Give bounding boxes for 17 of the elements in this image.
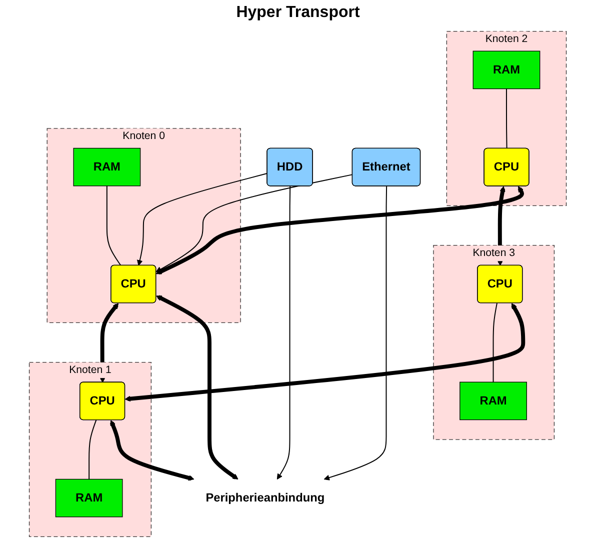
connector	[88, 420, 97, 480]
arrow	[277, 186, 291, 480]
node-box: RAM	[73, 148, 141, 186]
arrow	[156, 295, 239, 480]
arrow	[156, 174, 354, 272]
connector	[106, 185, 122, 266]
arrow	[110, 420, 194, 481]
connector	[493, 302, 498, 383]
connector	[506, 88, 508, 150]
arrow	[324, 186, 388, 480]
arrow	[125, 303, 526, 402]
node-box: RAM	[473, 50, 540, 90]
node-box: RAM	[56, 478, 123, 518]
arrow	[137, 172, 268, 266]
node-box: RAM	[460, 382, 528, 420]
node-text: Peripherieanbindung	[206, 491, 325, 504]
note-text: Hyper Transport	[236, 4, 360, 21]
